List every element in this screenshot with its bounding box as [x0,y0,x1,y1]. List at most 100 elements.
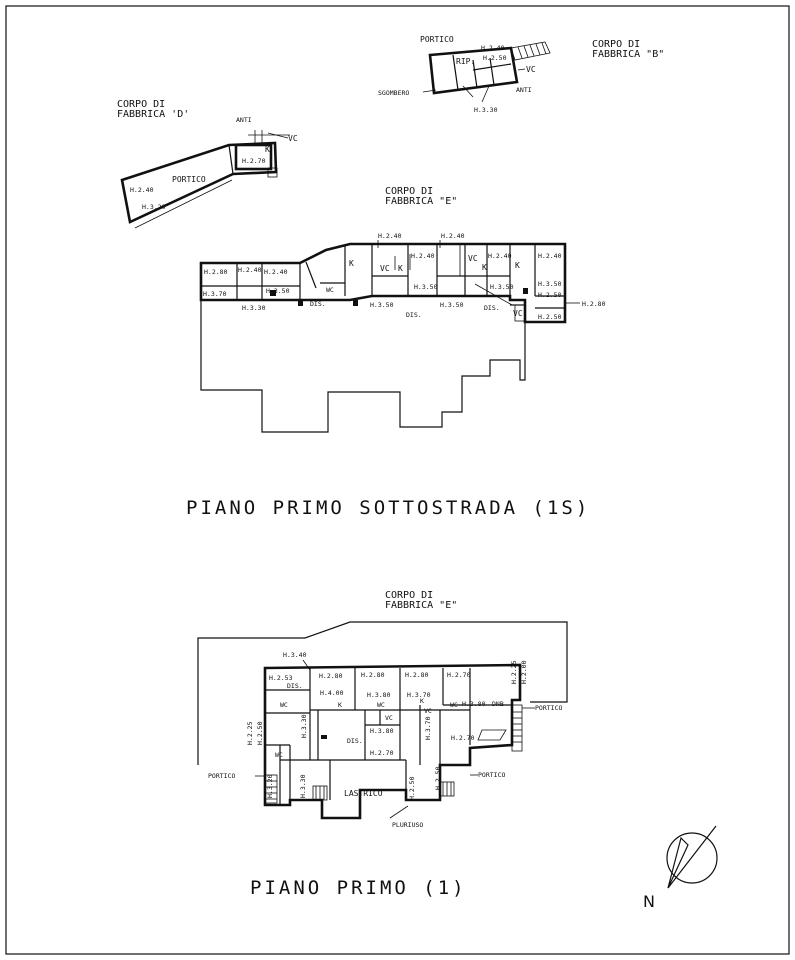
block-e1-stairs-right [511,704,523,752]
e1-k-a: K [349,259,354,268]
e1-vc-a: VC [380,264,390,273]
block-e-rooms-outline [199,242,567,324]
block-d-k-label: K [265,145,270,154]
e1-dis-c: DIS. [484,304,500,312]
e1-vc-b: VC [468,254,478,263]
block-b-title-1: CORPO DI [592,39,640,50]
block-b-rip-label: RIP. [456,57,475,66]
e2-h200-r: H.2.00 [520,660,528,684]
e1-h280: H.2.80 [204,268,228,276]
e2-wc-a: WC [280,701,288,709]
e2-h330: H.3.30 [299,774,307,798]
e2-portico-b: PORTICO [478,771,505,779]
block-b-stairs [510,41,551,61]
e1-h240-b: H.2.40 [264,268,288,276]
e2-h270-b: H.2.70 [370,749,394,757]
e1-h240-top1: H.2.40 [378,232,402,240]
e1-h350-f: H.3.50 [538,280,562,288]
e2-h280-a: H.2.80 [319,672,343,680]
e2-h370-b: H.3.70 [424,716,432,740]
e2-h250-l: H.2.50 [256,721,264,745]
e2-h253: H.2.53 [269,674,293,682]
block-d: CORPO DI FABBRICA 'D' ANTI VC H.2.70 K H… [117,99,298,229]
e2-portico-l: PORTICO [208,772,235,780]
e2-h400: H.4.00 [320,689,344,697]
e2-h270-c: H.2.70 [451,734,475,742]
e2-h380-a: H.3.80 [367,691,391,699]
e1-k-d: K [515,261,520,270]
block-b-h330-label: H.3.30 [474,106,498,114]
block-d-h270-label: H.2.70 [242,157,266,165]
e1-h240-top2: H.2.40 [441,232,465,240]
block-b-vc-label: VC [526,65,536,74]
block-b-outline [428,46,519,95]
e1-h240-e: H.2.40 [538,252,562,260]
e2-vc-b: VC [424,707,432,715]
e2-k-a: K [338,701,342,709]
e2-portico-r: PORTICO [535,704,562,712]
e2-h225-r: H.2.25 [510,660,518,684]
e2-pluriuso: PLURIUSO [392,821,423,829]
e2-h225-l: H.2.25 [246,721,254,745]
block-b: CORPO DI FABBRICA "B" PORTICO RIP. H.2.4… [378,35,664,114]
block-d-vc-label: VC [288,134,298,143]
block-e-first-floor: CORPO DI FABBRICA "E" [197,590,568,829]
e1-h350-e: H.3.50 [490,283,514,291]
e2-h330-b: H.3.30 [300,714,308,738]
block-b-sgombero-label: SGOMBERO [378,89,409,97]
e1-k-c: K [482,263,487,272]
block-b-title-2: FABBRICA "B" [592,49,664,60]
sheet-border [5,5,790,955]
e2-h380-c: H.3.80 [462,700,486,708]
e1-h350-b: H.3.50 [370,301,394,309]
e2-wc-d: WC [275,751,283,759]
plan-title-sottostrada: PIANO PRIMO SOTTOSTRADA (1S) [186,497,590,519]
block-b-h240-label: H.2.40 [481,44,505,52]
e2-h380-b: H.3.80 [370,727,394,735]
block-e-basement: CORPO DI FABBRICA "E" [199,186,606,433]
e1-wc: WC [326,286,334,294]
e1-h240-d: H.2.40 [488,252,512,260]
block-e-upper-title-1: CORPO DI [385,186,433,197]
e2-h320: H.3.20 [266,774,274,798]
e1-h350-a: H.3.50 [266,287,290,295]
e2-h280-b: H.2.80 [361,671,385,679]
e1-h250-b: H.2.50 [538,313,562,321]
e2-lastrico: LASTRICO [344,789,383,798]
e2-h340: H.3.40 [283,651,307,659]
block-b-h250-label: H.2.50 [483,54,507,62]
e2-wc-b: WC [377,701,385,709]
e1-h280-r: H.2.80 [582,300,606,308]
e2-h280-c: H.2.80 [405,671,429,679]
e1-h370: H.3.70 [203,290,227,298]
e1-h330: H.3.30 [242,304,266,312]
e2-dis-a: DIS. [287,682,303,690]
block-b-anti-label: ANTI [516,86,532,94]
e2-h370: H.3.70 [407,691,431,699]
block-e-lower-title-2: FABBRICA "E" [385,600,457,611]
block-d-h240-label: H.2.40 [130,186,154,194]
block-e-footprint [200,263,526,433]
e1-dis-b: DIS. [406,311,422,319]
block-e-upper-title-2: FABBRICA "E" [385,196,457,207]
e2-wc-c: WC [450,701,458,709]
e1-vc-c: VC [513,309,523,318]
e1-h350-c: H.3.50 [414,283,438,291]
e2-vc-a: VC [385,714,393,722]
e2-k-b: K [420,697,424,705]
block-b-portico-label: PORTICO [420,35,454,44]
e2-h250-b: H.2.50 [408,776,416,800]
block-d-title-1: CORPO DI [117,99,165,110]
e1-h250-a: H.2.50 [538,291,562,299]
block-d-h320-label: H.3.20 [142,203,166,211]
north-arrow-icon: N [643,825,718,911]
block-e1-stairs-left [264,774,278,804]
e2-h270-a: H.2.70 [447,671,471,679]
block-d-title-2: FABBRICA 'D' [117,109,189,120]
block-e1-boundary [197,621,568,765]
block-d-portico-label: PORTICO [172,175,206,184]
e1-dis-a: DIS. [310,300,326,308]
north-letter: N [643,892,655,911]
block-e-lower-title-1: CORPO DI [385,590,433,601]
e2-dis-b: DIS. [347,737,363,745]
